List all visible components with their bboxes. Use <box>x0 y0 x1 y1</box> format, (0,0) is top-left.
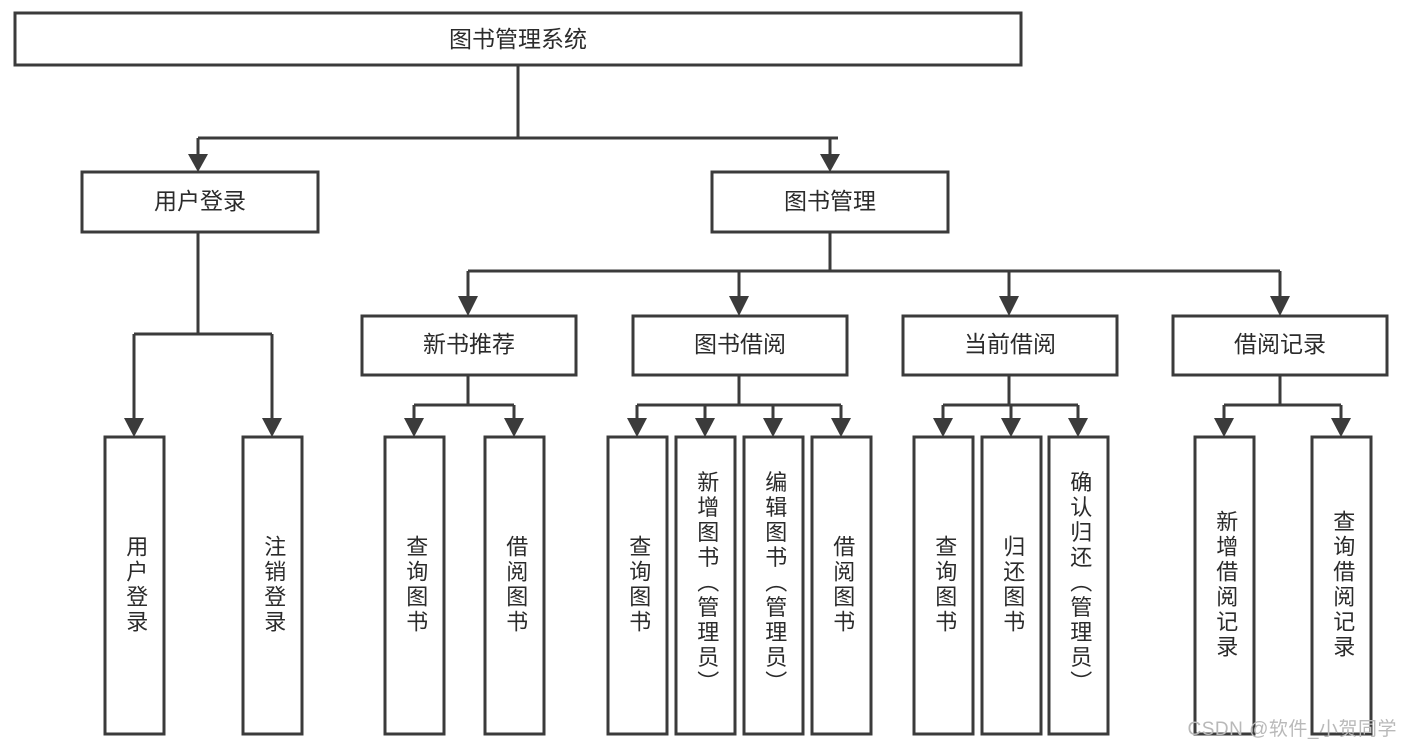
arrow-book-borrow-leaf-4 <box>831 418 851 437</box>
node-borrow-record-box[interactable] <box>1171 314 1389 377</box>
leaf-user-login-2-label: 注销登录 <box>261 535 286 635</box>
leaf-user-login-1[interactable]: 用户登录 <box>103 435 166 736</box>
node-new-book-recommend[interactable]: 新书推荐 <box>360 314 578 377</box>
leaf-borrow-record-2-label: 查询借阅记录 <box>1330 510 1355 660</box>
leaf-book-borrow-4-label: 借阅图书 <box>830 535 855 635</box>
node-root-system[interactable]: 图书管理系统 <box>13 11 1023 67</box>
leaf-borrow-record-1-box[interactable] <box>1193 435 1256 736</box>
leaf-book-borrow-2[interactable]: 新增图书（管理员） <box>674 435 737 736</box>
leaf-current-borrow-1-label: 查询图书 <box>932 535 957 635</box>
arrow-new-book-leaf-1 <box>404 418 424 437</box>
leaf-user-login-1-label: 用户登录 <box>123 535 148 635</box>
leaf-user-login-2-box[interactable] <box>241 435 304 736</box>
node-new-book-recommend-label: 新书推荐 <box>423 331 515 357</box>
node-borrow-record[interactable]: 借阅记录 <box>1171 314 1389 377</box>
connectors-group <box>124 65 1351 437</box>
node-current-borrow-label: 当前借阅 <box>964 331 1056 357</box>
node-new-book-recommend-box[interactable] <box>360 314 578 377</box>
node-user-login[interactable]: 用户登录 <box>80 170 320 234</box>
arrow-to-user-login <box>188 154 208 172</box>
leaf-book-borrow-3-label: 编辑图书（管理员） <box>762 471 787 696</box>
leaf-current-borrow-1-box[interactable] <box>912 435 975 736</box>
leaf-borrow-record-1-label: 新增借阅记录 <box>1213 510 1238 660</box>
arrow-book-borrow-leaf-1 <box>627 418 647 437</box>
leaf-current-borrow-2-label: 归还图书 <box>1000 535 1025 635</box>
leaf-current-borrow-3[interactable]: 确认归还（管理员） <box>1047 435 1110 736</box>
arrow-to-borrow-record <box>1270 296 1290 316</box>
node-book-borrow[interactable]: 图书借阅 <box>631 314 849 377</box>
leaf-borrow-record-2[interactable]: 查询借阅记录 <box>1310 435 1373 736</box>
leaf-book-borrow-2-box[interactable] <box>674 435 737 736</box>
leaf-book-borrow-3-box[interactable] <box>742 435 805 736</box>
leaf-new-book-2[interactable]: 借阅图书 <box>483 435 546 736</box>
leaf-current-borrow-1[interactable]: 查询图书 <box>912 435 975 736</box>
leaf-book-borrow-1-box[interactable] <box>606 435 669 736</box>
leaf-new-book-1-label: 查询图书 <box>403 535 428 635</box>
leaf-new-book-2-box[interactable] <box>483 435 546 736</box>
leaf-book-borrow-4[interactable]: 借阅图书 <box>810 435 873 736</box>
arrow-to-book-manage <box>820 154 840 172</box>
leaf-user-login-1-box[interactable] <box>103 435 166 736</box>
leaf-borrow-record-2-box[interactable] <box>1310 435 1373 736</box>
leaf-current-borrow-3-label: 确认归还（管理员） <box>1067 471 1092 696</box>
node-borrow-record-label: 借阅记录 <box>1234 331 1326 357</box>
node-root-system-label: 图书管理系统 <box>449 26 587 52</box>
arrow-user-login-leaf-2 <box>262 418 282 437</box>
arrow-borrow-record-leaf-1 <box>1214 418 1234 437</box>
arrow-to-new-book <box>458 296 478 316</box>
arrow-current-borrow-leaf-1 <box>933 418 953 437</box>
node-book-borrow-box[interactable] <box>631 314 849 377</box>
leaf-book-borrow-1-label: 查询图书 <box>626 535 651 635</box>
node-book-borrow-label: 图书借阅 <box>694 331 786 357</box>
arrow-borrow-record-leaf-2 <box>1331 418 1351 437</box>
node-current-borrow-box[interactable] <box>901 314 1119 377</box>
leaf-new-book-2-label: 借阅图书 <box>503 535 528 635</box>
arrow-current-borrow-leaf-3 <box>1068 418 1088 437</box>
node-user-login-label: 用户登录 <box>154 188 246 214</box>
arrow-book-borrow-leaf-2 <box>695 418 715 437</box>
node-root-system-box[interactable] <box>13 11 1023 67</box>
node-user-login-box[interactable] <box>80 170 320 234</box>
arrow-to-current-borrow <box>999 296 1019 316</box>
arrow-book-borrow-leaf-3 <box>763 418 783 437</box>
arrow-to-book-borrow <box>729 296 749 316</box>
leaf-current-borrow-3-box[interactable] <box>1047 435 1110 736</box>
leaf-book-borrow-1[interactable]: 查询图书 <box>606 435 669 736</box>
arrow-user-login-leaf-1 <box>124 418 144 437</box>
leaf-user-login-2[interactable]: 注销登录 <box>241 435 304 736</box>
leaf-new-book-1[interactable]: 查询图书 <box>383 435 446 736</box>
leaf-book-borrow-4-box[interactable] <box>810 435 873 736</box>
leaf-book-borrow-3[interactable]: 编辑图书（管理员） <box>742 435 805 736</box>
node-book-manage[interactable]: 图书管理 <box>710 170 950 234</box>
node-book-manage-box[interactable] <box>710 170 950 234</box>
node-book-manage-label: 图书管理 <box>784 188 876 214</box>
leaf-book-borrow-2-label: 新增图书（管理员） <box>694 471 719 696</box>
node-current-borrow[interactable]: 当前借阅 <box>901 314 1119 377</box>
arrow-new-book-leaf-2 <box>504 418 524 437</box>
arrow-current-borrow-leaf-2 <box>1001 418 1021 437</box>
leaf-current-borrow-2[interactable]: 归还图书 <box>980 435 1043 736</box>
leaf-current-borrow-2-box[interactable] <box>980 435 1043 736</box>
leaf-borrow-record-1[interactable]: 新增借阅记录 <box>1193 435 1256 736</box>
leaf-new-book-1-box[interactable] <box>383 435 446 736</box>
